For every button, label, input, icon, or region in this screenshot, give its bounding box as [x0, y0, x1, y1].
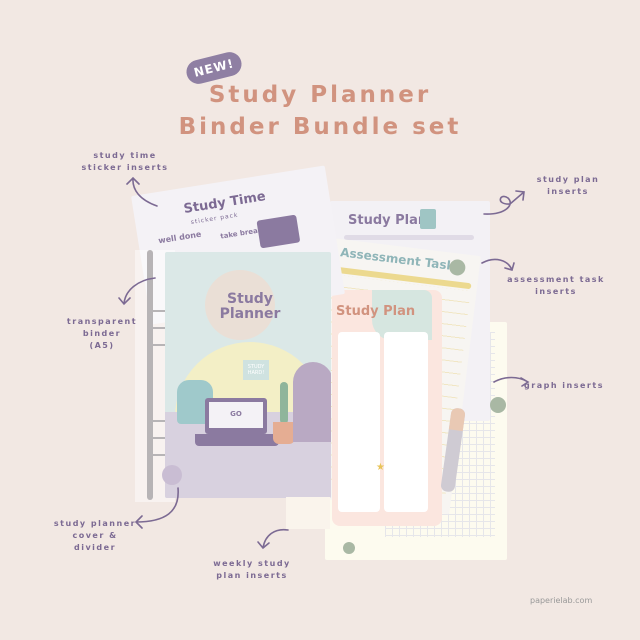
label-graph-inserts: graph inserts	[524, 381, 604, 390]
divider-tab	[162, 465, 182, 485]
star-icon: ★	[376, 462, 385, 473]
weekly-title: Study Plan	[336, 304, 416, 319]
laptop-screen: GO	[209, 402, 263, 428]
arrow-studyplan-icon	[483, 190, 525, 215]
label-assessment-inserts: assessment task inserts	[507, 275, 605, 296]
title-line-1: Study Planner	[208, 82, 432, 108]
laptop: GO	[205, 398, 267, 434]
weekly-study-plan-insert: Study Plan ★	[332, 290, 442, 526]
arrow-assessment-icon	[481, 258, 515, 271]
label-study-plan-inserts: study plan inserts	[536, 175, 600, 196]
label-transparent-binder: transparent binder (A5)	[66, 317, 138, 350]
study-planner-cover: Study Planner STUDY HARD! GO	[165, 252, 331, 498]
study-plan-title: Study Plan	[348, 213, 428, 228]
arrow-weekly-icon	[257, 528, 289, 550]
arrow-binder-icon	[118, 277, 156, 306]
label-weekly-inserts: weekly study plan inserts	[213, 559, 291, 580]
title-line-2: Binder Bundle set	[178, 114, 462, 140]
cover-note: STUDY HARD!	[243, 360, 269, 380]
arrow-sticker-icon	[126, 176, 158, 207]
label-sticker-inserts: study time sticker inserts	[81, 151, 169, 172]
label-cover-divider: study planner cover & divider	[53, 519, 137, 552]
arrow-cover-icon	[134, 487, 179, 529]
cover-title: Study Planner	[219, 291, 281, 322]
weekly-card	[286, 497, 330, 529]
footer-website: paperielab.com	[530, 596, 593, 605]
arrow-graph-icon	[493, 376, 530, 387]
